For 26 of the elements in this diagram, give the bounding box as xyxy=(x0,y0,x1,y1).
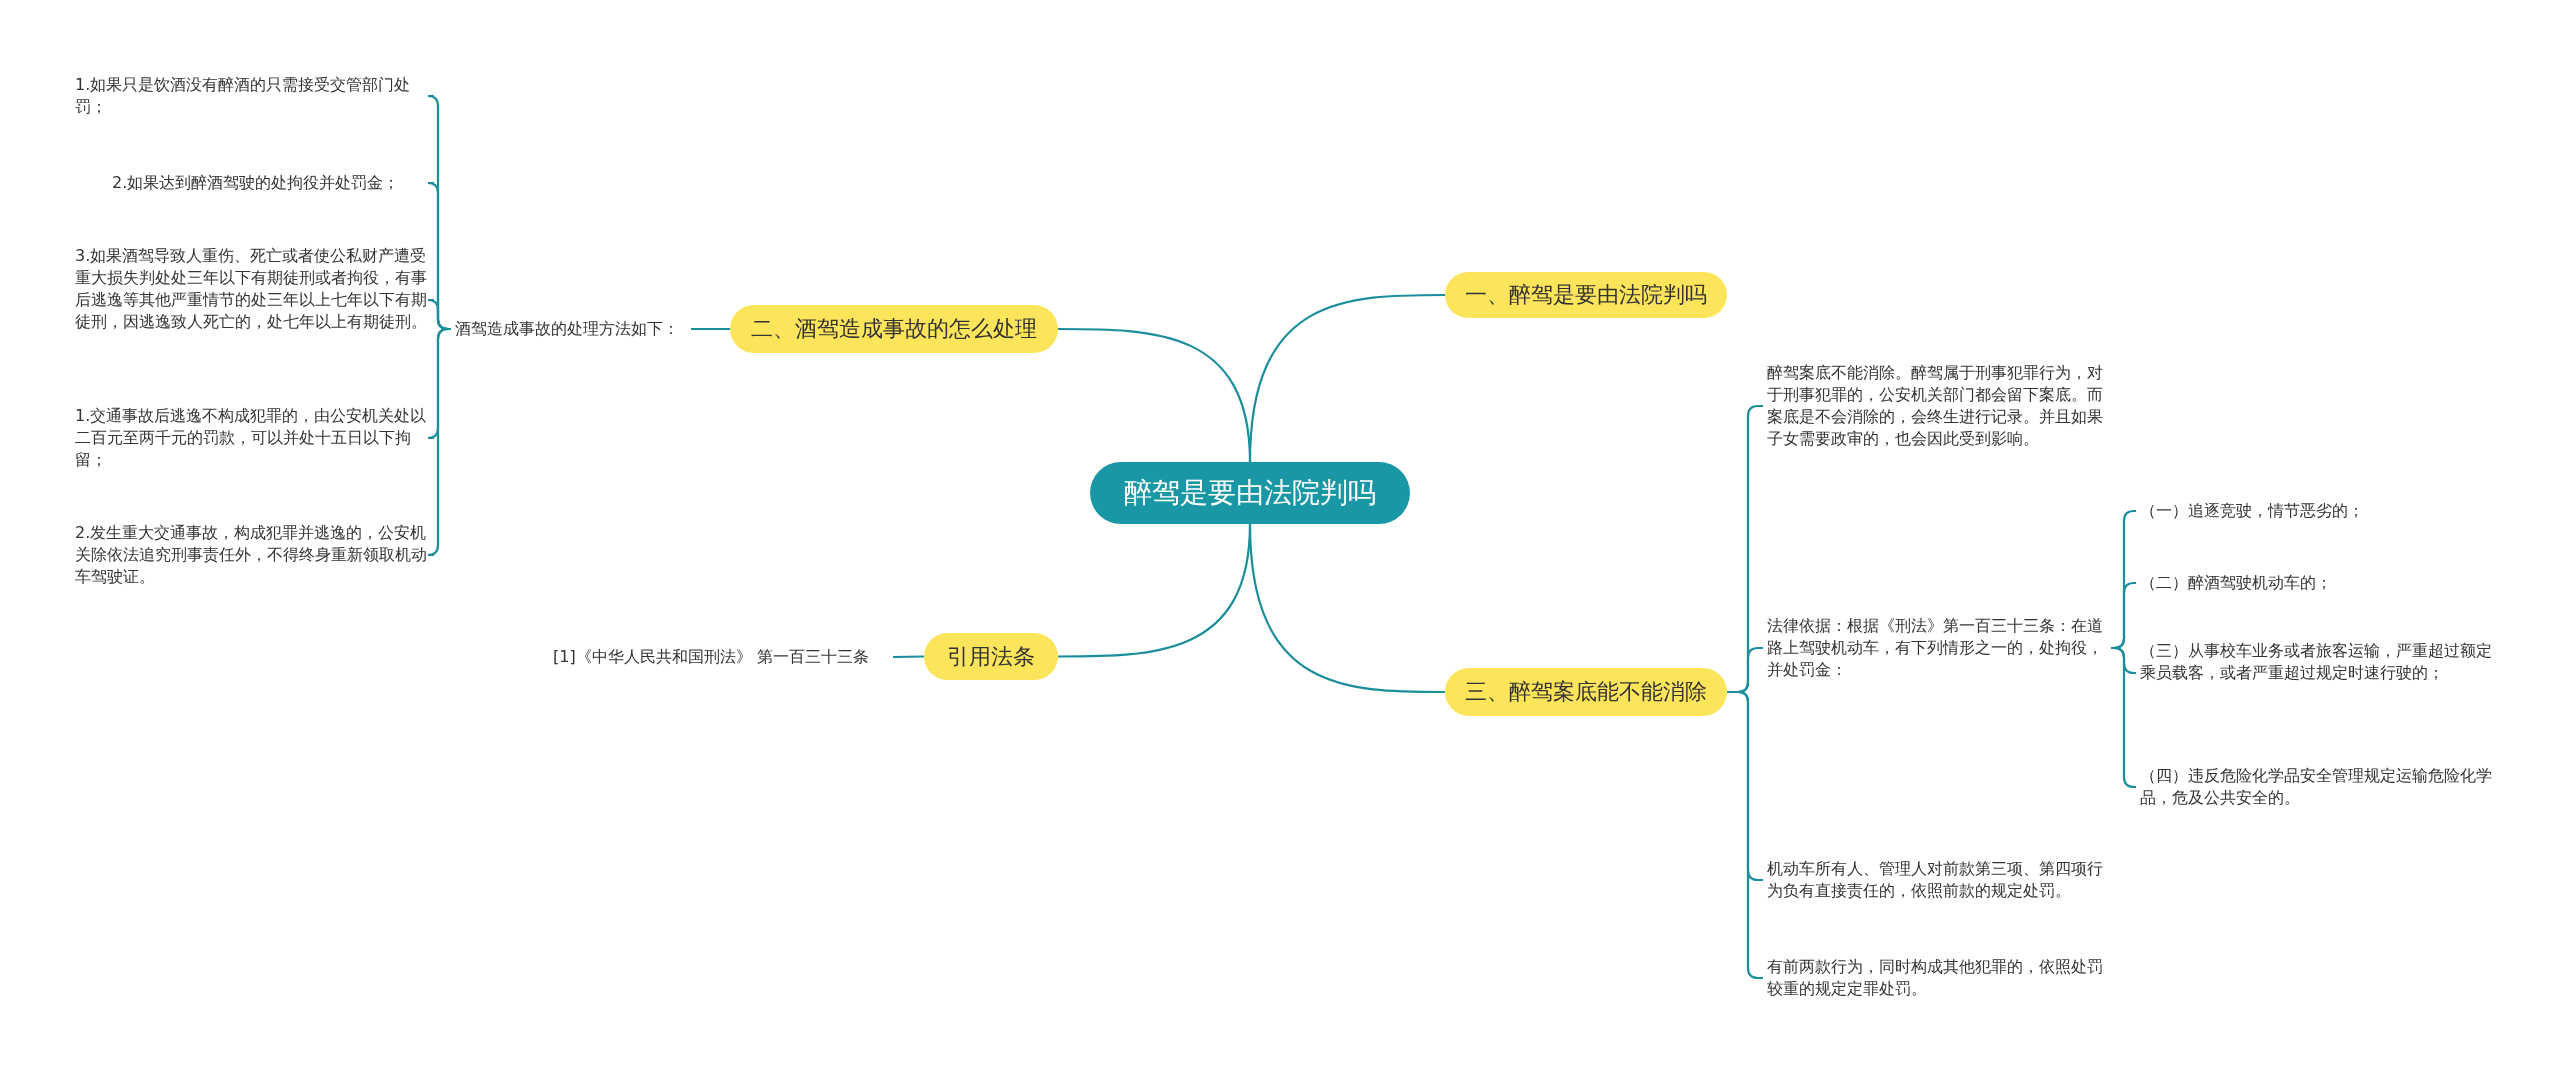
topic-pill: 三、醉驾案底能不能消除 xyxy=(1445,668,1727,716)
connector-line xyxy=(691,327,730,331)
topic-text: 3.如果酒驾导致人重伤、死亡或者使公私财产遭受重大损失判处处三年以下有期徒刑或者拘役，有事后逃逸等其他严重情节的处三年以上七年以下有期徒刑，因逃逸致人死亡的，处七年以上有期徒刑。 xyxy=(75,245,430,333)
connector-line xyxy=(893,655,924,659)
connector-line xyxy=(1248,523,1445,694)
connector-line xyxy=(2111,646,2136,789)
topic-text: 2.如果达到醉酒驾驶的处拘役并处罚金； xyxy=(112,172,430,194)
topic-text: 法律依据：根据《刑法》第一百三十三条：在道路上驾驶机动车，有下列情形之一的，处拘役，并处罚金： xyxy=(1767,615,2107,681)
topic-text: 酒驾造成事故的处理方法如下： xyxy=(455,318,687,340)
topic-text: 2.发生重大交通事故，构成犯罪并逃逸的，公安机关除依法追究刑事责任外，不得终身重新领取机动车驾驶证。 xyxy=(75,522,430,588)
central-topic: 醉驾是要由法院判吗 xyxy=(1090,462,1410,524)
connector-line xyxy=(426,327,451,557)
topic-text: [1]《中华人民共和国刑法》 第一百三十三条 xyxy=(553,646,889,668)
topic-pill: 一、醉驾是要由法院判吗 xyxy=(1445,272,1727,318)
topic-text: 1.如果只是饮酒没有醉酒的只需接受交管部门处罚； xyxy=(75,74,430,118)
topic-text: （四）违反危险化学品安全管理规定运输危险化学品，危及公共安全的。 xyxy=(2140,765,2500,809)
topic-text: 醉驾案底不能消除。醉驾属于刑事犯罪行为，对于刑事犯罪的，公安机关部门都会留下案底。而案底是不会消除的，会终生进行记录。并且如果子女需要政审的，也会因此受到影响。 xyxy=(1767,362,2107,450)
topic-pill: 二、酒驾造成事故的怎么处理 xyxy=(730,305,1058,353)
topic-text: （一）追逐竞驶，情节恶劣的； xyxy=(2140,500,2500,522)
topic-text: 有前两款行为，同时构成其他犯罪的，依照处罚较重的规定定罪处罚。 xyxy=(1767,956,2112,1000)
topic-text: （二）醉酒驾驶机动车的； xyxy=(2140,572,2500,594)
topic-text: 机动车所有人、管理人对前款第三项、第四项行为负有直接责任的，依照前款的规定处罚。 xyxy=(1767,858,2112,902)
topic-text: 1.交通事故后逃逸不构成犯罪的，由公安机关处以二百元至两千元的罚款，可以并处十五日以下拘留； xyxy=(75,405,430,471)
topic-text: （三）从事校车业务或者旅客运输，严重超过额定乘员载客，或者严重超过规定时速行驶的； xyxy=(2140,640,2500,684)
connector-line xyxy=(1058,327,1252,463)
topic-pill: 引用法条 xyxy=(924,633,1058,680)
